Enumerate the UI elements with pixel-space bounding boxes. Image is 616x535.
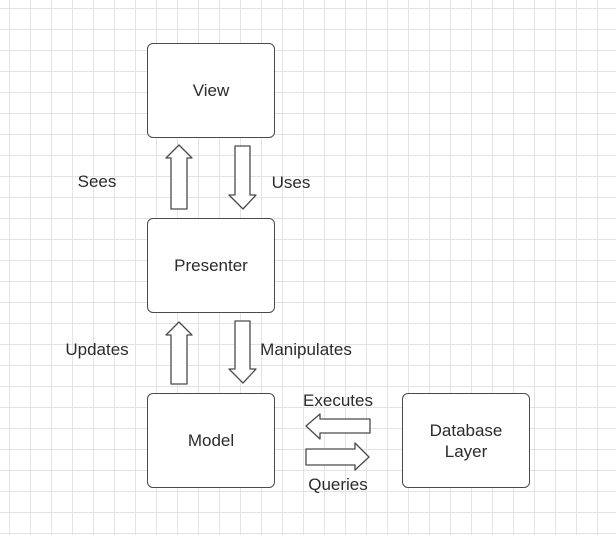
uses-arrow[interactable] xyxy=(228,145,257,210)
model-label: Model xyxy=(187,431,235,450)
view-label: View xyxy=(192,81,230,100)
updates-label: Updates xyxy=(65,340,129,359)
queries-label: Queries xyxy=(308,475,368,494)
executes-label: Executes xyxy=(303,391,373,410)
presenter-node[interactable]: Presenter xyxy=(147,218,275,313)
queries-arrow[interactable] xyxy=(305,442,370,471)
uses-label: Uses xyxy=(271,173,311,192)
model-node[interactable]: Model xyxy=(147,393,275,488)
database-layer-node[interactable]: Database Layer xyxy=(402,393,530,488)
executes-arrow[interactable] xyxy=(305,413,371,440)
manipulates-label: Manipulates xyxy=(260,340,352,359)
view-node[interactable]: View xyxy=(147,43,275,138)
presenter-label: Presenter xyxy=(174,256,248,275)
sees-label: Sees xyxy=(77,172,117,191)
manipulates-arrow[interactable] xyxy=(228,320,257,384)
sees-arrow[interactable] xyxy=(165,144,193,210)
database-layer-label: Database Layer xyxy=(429,420,503,461)
updates-arrow[interactable] xyxy=(165,321,193,385)
